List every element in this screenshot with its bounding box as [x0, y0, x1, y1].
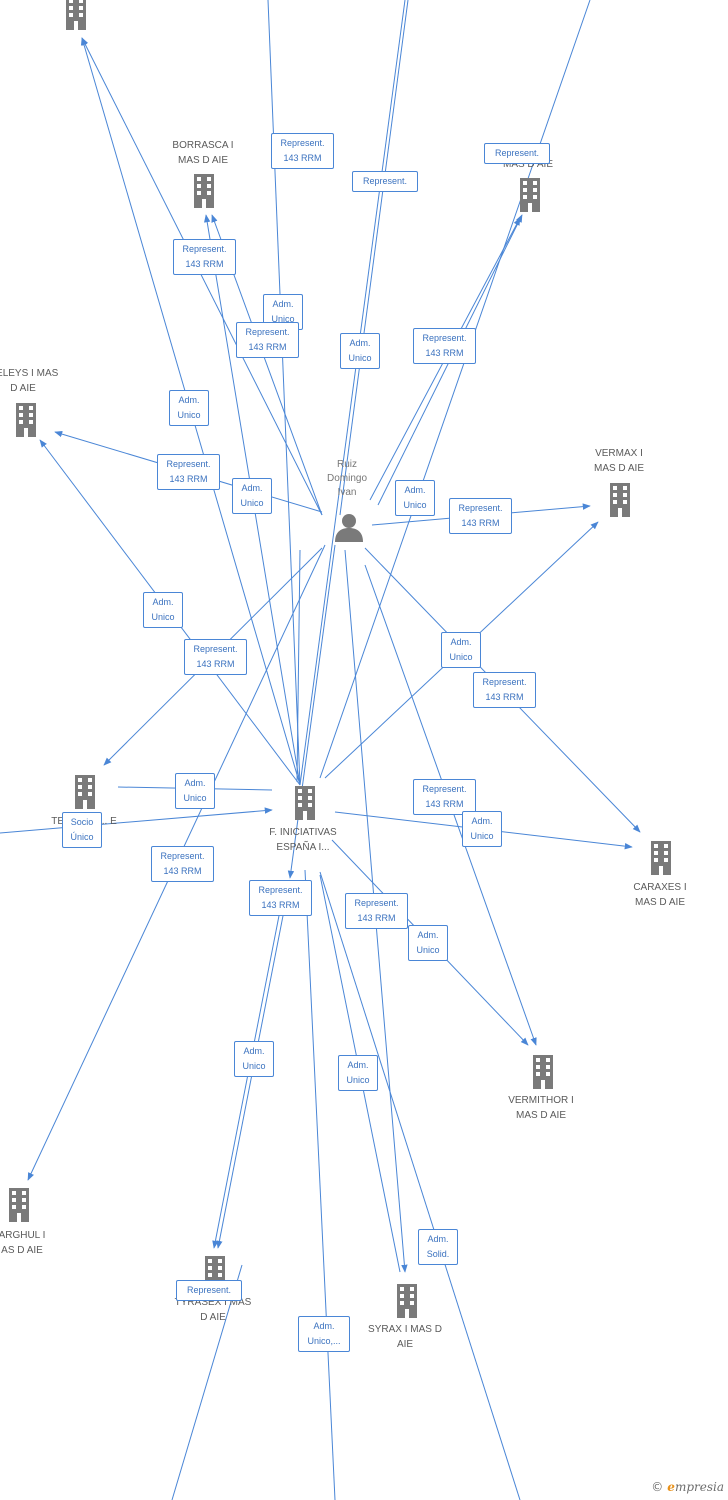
edge-line	[299, 0, 406, 786]
copyright-symbol: ©	[651, 1480, 664, 1494]
relation-label[interactable]: Represent.143 RRM	[249, 880, 312, 916]
relation-label[interactable]: Adm.Unico	[462, 811, 502, 847]
relation-label[interactable]: Represent.143 RRM	[236, 322, 299, 358]
node-label-caraxes[interactable]: CARAXES I MAS D AIE	[633, 882, 687, 908]
edge-line	[81, 37, 323, 516]
brand-name: mpresia	[674, 1480, 724, 1494]
relation-label[interactable]: Adm.Solid.	[418, 1229, 458, 1265]
building-icon[interactable]	[292, 786, 318, 820]
relation-label[interactable]: Represent.143 RRM	[413, 328, 476, 364]
relation-label[interactable]: Adm.Unico	[234, 1041, 274, 1077]
brand-initial: e	[667, 1480, 675, 1494]
node-label-borrasca[interactable]: BORRASCA I MAS D AIE	[172, 140, 234, 166]
node-label-person[interactable]: Ruiz Domingo Ivan	[326, 459, 368, 498]
node-label-arghul[interactable]: ARGHUL I AS D AIE	[0, 1230, 46, 1256]
relation-label[interactable]: Represent.	[352, 171, 418, 192]
building-icon[interactable]	[530, 1055, 556, 1089]
relation-label[interactable]: Adm.Unico	[232, 478, 272, 514]
building-icon[interactable]	[63, 0, 89, 30]
edge-line	[171, 1264, 243, 1500]
edge-line	[319, 0, 591, 779]
node-label-topright[interactable]: MAS D AIE	[502, 159, 553, 170]
building-icon[interactable]	[607, 483, 633, 517]
relation-label[interactable]: Adm.Unico	[395, 480, 435, 516]
relation-label[interactable]: Represent.143 RRM	[413, 779, 476, 815]
relation-label[interactable]: Adm.Unico	[340, 333, 380, 369]
edge-line	[296, 549, 301, 783]
relation-label[interactable]: Represent.143 RRM	[184, 639, 247, 675]
edge-line	[319, 871, 521, 1500]
relation-label[interactable]: Represent.143 RRM	[473, 672, 536, 708]
relation-label[interactable]: Represent.143 RRM	[271, 133, 334, 169]
relation-label[interactable]: Adm.Unico	[338, 1055, 378, 1091]
building-icon[interactable]	[6, 1188, 32, 1222]
node-label-syrax[interactable]: SYRAX I MAS D AIE	[368, 1324, 442, 1350]
relation-label[interactable]: Represent.	[484, 143, 550, 164]
edge-line	[304, 869, 336, 1500]
relation-label[interactable]: Adm.Unico,...	[298, 1316, 350, 1352]
edge-line	[339, 0, 409, 516]
person-icon[interactable]	[334, 512, 364, 542]
relation-label[interactable]: Represent.143 RRM	[173, 239, 236, 275]
relation-label[interactable]: Adm.Unico	[408, 925, 448, 961]
relation-label[interactable]: Represent.143 RRM	[449, 498, 512, 534]
building-icon[interactable]	[394, 1284, 420, 1318]
edge-line	[0, 807, 273, 834]
relation-label[interactable]: Adm.Unico	[175, 773, 215, 809]
edge-line	[287, 544, 336, 879]
relation-label[interactable]: Represent.143 RRM	[151, 846, 214, 882]
building-icon[interactable]	[191, 174, 217, 208]
node-label-center[interactable]: F. INICIATIVAS ESPAÑA I...	[269, 827, 337, 853]
building-icon[interactable]	[13, 403, 39, 437]
building-icon[interactable]	[517, 178, 543, 212]
relation-label[interactable]: Represent.143 RRM	[345, 893, 408, 929]
building-icon[interactable]	[648, 841, 674, 875]
building-icon[interactable]	[72, 775, 98, 809]
relation-label[interactable]: Represent.	[176, 1280, 242, 1301]
relation-label[interactable]: Represent.143 RRM	[157, 454, 220, 490]
node-label-vermithor[interactable]: VERMITHOR I MAS D AIE	[508, 1095, 574, 1121]
relation-label[interactable]: Adm.Unico	[143, 592, 183, 628]
node-label-meleys[interactable]: MELEYS I MAS D AIE	[0, 368, 59, 394]
relation-label[interactable]: Adm.Unico	[441, 632, 481, 668]
empresia-watermark: ©empresia	[651, 1480, 724, 1494]
edge-line	[267, 0, 301, 786]
edges-layer	[0, 0, 641, 1500]
node-label-tyrasex[interactable]: TYRASEX I MAS D AIE	[174, 1297, 252, 1323]
node-label-vermax[interactable]: VERMAX I MAS D AIE	[593, 448, 644, 474]
relation-label[interactable]: Adm.Unico	[169, 390, 209, 426]
